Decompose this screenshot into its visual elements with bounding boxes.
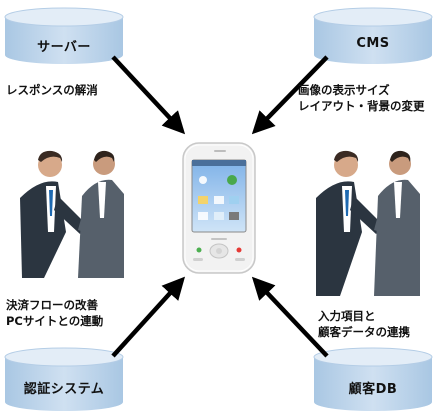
- note-display-line1: 画像の表示サイズ: [298, 83, 390, 97]
- businessmen-handshake-left: [20, 150, 124, 278]
- smartphone-image: [182, 142, 256, 274]
- note-display-line2: レイアウト・背景の変更: [298, 99, 425, 113]
- note-input-line2: 顧客データの連携: [318, 325, 410, 339]
- note-payment: 決済フローの改善 PCサイトとの連動: [6, 297, 103, 329]
- customer-db-cylinder: [313, 347, 433, 411]
- arrow-cms-to-phone: [251, 55, 329, 135]
- server-cylinder: [4, 7, 124, 64]
- cms-cylinder: [313, 7, 433, 64]
- note-input-line1: 入力項目と: [318, 309, 376, 323]
- note-response-line: レスポンスの解消: [6, 83, 98, 97]
- arrow-auth-to-phone: [111, 276, 186, 358]
- customer-db-label: 顧客DB: [348, 382, 398, 397]
- note-payment-line1: 決済フローの改善: [6, 298, 98, 312]
- note-response: レスポンスの解消: [6, 82, 98, 98]
- server-label: サーバー: [37, 40, 91, 55]
- auth-system-cylinder: [4, 347, 124, 411]
- arrow-customer-db-to-phone: [251, 276, 329, 358]
- businessmen-handshake-right: [316, 150, 420, 296]
- cms-label: CMS: [356, 36, 390, 51]
- note-payment-line2: PCサイトとの連動: [6, 314, 104, 328]
- auth-system-label: 認証システム: [23, 382, 105, 397]
- note-display: 画像の表示サイズ レイアウト・背景の変更: [298, 82, 425, 114]
- arrow-server-to-phone: [111, 55, 186, 135]
- note-input: 入力項目と 顧客データの連携: [318, 308, 410, 340]
